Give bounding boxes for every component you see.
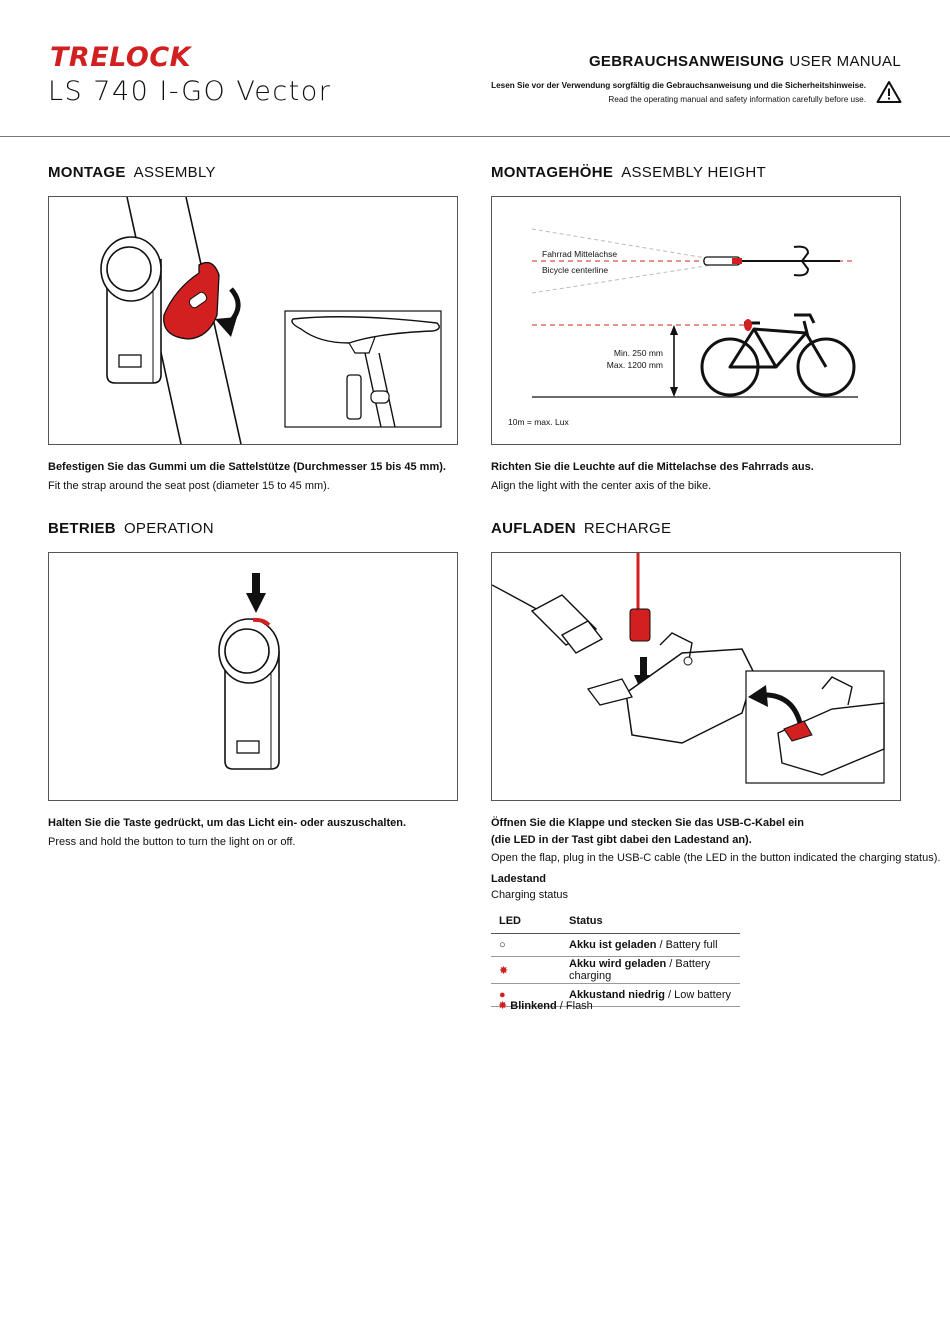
charging-status-title-de: Ladestand [491, 873, 547, 885]
table-row: ✸ Akku wird geladen / Battery charging [491, 956, 740, 984]
title-en: ASSEMBLY [133, 164, 216, 181]
centerline-label-en: Bicycle centerline [542, 265, 609, 275]
title-en: ASSEMBLY HEIGHT [621, 164, 767, 181]
table-row: ○ Akku ist geladen / Battery full [491, 933, 740, 957]
section-title-recharge: AUFLADEN RECHARGE [491, 520, 671, 537]
title-de: AUFLADEN [491, 520, 576, 537]
assembly-illustration [48, 196, 458, 445]
recharge-illustration [491, 552, 901, 801]
title-de: MONTAGEHÖHE [491, 164, 614, 181]
height-illustration: Fahrrad Mittelachse Bicycle centerline M… [491, 196, 901, 445]
safety-note-de: Lesen Sie vor der Verwendung sorgfältig … [491, 81, 866, 90]
table-row: ● Akkustand niedrig / Low battery [491, 983, 740, 1007]
header-divider [0, 136, 950, 137]
title-en: OPERATION [123, 520, 214, 537]
flash-label-en: Flash [565, 1000, 593, 1012]
charging-status-table: LED Status ○ Akku ist geladen / Battery … [491, 909, 740, 1007]
height-caption-de: Richten Sie die Leuchte auf die Mittelac… [491, 461, 814, 473]
trelock-logo: TRELOCK [50, 44, 193, 70]
status-cell: Akku wird geladen / Battery charging [568, 956, 740, 984]
height-range-label: Min. 250 mm Max. 1200 mm [607, 347, 663, 371]
height-drawing [531, 228, 858, 398]
centerline-label-de: Fahrrad Mittelachse [542, 249, 618, 259]
svg-text:TRELOCK: TRELOCK [50, 44, 193, 70]
header-led: LED [491, 909, 568, 934]
status-de: Akku ist geladen [569, 939, 657, 951]
centerline-label: Fahrrad Mittelachse Bicycle centerline [542, 246, 617, 278]
led-on-icon: ● [491, 983, 568, 1007]
flash-legend: ✸ Blinkend / Flash [498, 1000, 593, 1012]
operation-caption-en: Press and hold the button to turn the li… [48, 836, 296, 848]
warning-triangle-icon [876, 81, 902, 103]
led-flash-icon: ✸ [491, 956, 568, 984]
status-en: Battery charging [569, 958, 711, 982]
flash-icon: ✸ [498, 1000, 508, 1012]
height-min-label: Min. 250 mm [613, 348, 663, 358]
section-title-operation: BETRIEB OPERATION [48, 520, 214, 537]
flash-label-de: Blinkend [510, 1000, 557, 1012]
recharge-drawing [491, 553, 885, 784]
status-de: Akkustand niedrig [569, 989, 665, 1001]
section-title-height: MONTAGEHÖHE ASSEMBLY HEIGHT [491, 164, 766, 181]
title-de: BETRIEB [48, 520, 116, 537]
recharge-caption-de-1: Öffnen Sie die Klappe und stecken Sie da… [491, 817, 804, 829]
operation-drawing [218, 573, 280, 770]
title-en: RECHARGE [583, 520, 672, 537]
status-de: Akku wird geladen [569, 958, 667, 970]
assembly-caption-de: Befestigen Sie das Gummi um die Sattelst… [48, 461, 446, 473]
lux-note: 10m = max. Lux [508, 417, 569, 427]
status-cell: Akku ist geladen / Battery full [568, 933, 740, 957]
product-name: LS 740 I-GO Vector [48, 76, 332, 107]
led-off-icon: ○ [491, 933, 568, 957]
status-en: Battery full [665, 939, 718, 951]
height-caption-en: Align the light with the center axis of … [491, 480, 712, 492]
section-title-assembly: MONTAGE ASSEMBLY [48, 164, 216, 181]
status-en: Low battery [674, 989, 732, 1001]
height-max-label: Max. 1200 mm [606, 360, 663, 370]
header-status: Status [568, 909, 740, 934]
manual-title-en: USER MANUAL [789, 53, 901, 70]
status-cell: Akkustand niedrig / Low battery [568, 983, 740, 1007]
assembly-drawing [100, 196, 442, 445]
charging-status-title-en: Charging status [491, 889, 569, 901]
safety-note-en: Read the operating manual and safety inf… [608, 95, 866, 104]
assembly-caption-en: Fit the strap around the seat post (diam… [48, 480, 330, 492]
table-header-row: LED Status [491, 909, 740, 934]
operation-illustration [48, 552, 458, 801]
title-de: MONTAGE [48, 164, 126, 181]
recharge-caption-en: Open the flap, plug in the USB-C cable (… [491, 852, 941, 864]
recharge-caption-de-2: (die LED in der Tast gibt dabei den Lade… [491, 834, 752, 846]
operation-caption-de: Halten Sie die Taste gedrückt, um das Li… [48, 817, 406, 829]
manual-title-de: GEBRAUCHSANWEISUNG [588, 53, 785, 70]
